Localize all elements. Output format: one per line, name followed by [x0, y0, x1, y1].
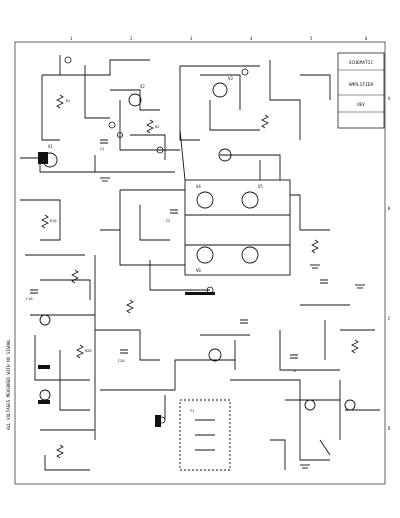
zone-a: A: [388, 96, 391, 101]
label-t1: T1: [190, 409, 194, 413]
wiring-left: [20, 199, 160, 471]
resistor-symbols: [41, 94, 359, 459]
sheet-border: [14, 41, 386, 485]
label-c1: C1: [100, 147, 104, 151]
tube-v5: [241, 191, 259, 209]
heavy-marks: [38, 152, 215, 427]
label-v5: V5: [258, 184, 263, 189]
tube-v6: [196, 246, 214, 264]
zone-marks: 1 2 3 4 5 6 A B C D: [70, 36, 391, 431]
tube-v4: [196, 191, 214, 209]
label-r10: R10: [50, 219, 57, 223]
part-labels: R1 R2 C1 C2 R10 C10 R20 C20 T1 T2: [26, 99, 296, 413]
zone-6: 6: [365, 36, 368, 41]
zone-3: 3: [190, 36, 193, 41]
label-v6: V6: [196, 268, 201, 273]
zone-b: B: [388, 206, 391, 211]
wiring-lower: [100, 304, 380, 471]
label-r1: R1: [66, 99, 70, 103]
label-t2: T2: [292, 369, 296, 373]
label-v3: V3: [228, 76, 233, 81]
wiring-middle: [100, 154, 330, 291]
tube-v2: [128, 93, 142, 107]
wiring-top: [20, 55, 331, 181]
title-line-3: REV: [357, 102, 365, 107]
zone-5: 5: [310, 36, 313, 41]
label-r20: R20: [85, 349, 92, 353]
zone-1: 1: [70, 36, 73, 41]
capacitor-symbols: [30, 139, 328, 359]
tube-labels: V1 V2 V3 V4 V5 V6: [48, 76, 263, 273]
label-v4: V4: [196, 184, 201, 189]
label-v2: V2: [140, 84, 145, 89]
title-line-1: SCHEMATIC: [349, 60, 374, 66]
zone-d: D: [388, 426, 391, 431]
zone-2: 2: [130, 36, 133, 41]
ground-symbols: [100, 177, 365, 469]
tube-symbols: [39, 82, 356, 411]
label-c10: C10: [26, 297, 33, 301]
label-c20: C20: [118, 359, 125, 363]
label-c2: C2: [166, 219, 170, 223]
terminal-marks: [64, 56, 249, 424]
title-line-2: AMPLIFIER: [349, 82, 374, 88]
zone-4: 4: [250, 36, 253, 41]
tube-v3: [212, 82, 228, 98]
title-block: SCHEMATIC AMPLIFIER REV: [337, 52, 385, 129]
side-note: ALL VOLTAGES MEASURED WITH NO SIGNAL: [6, 339, 11, 430]
zone-c: C: [388, 316, 391, 321]
label-v1: V1: [48, 144, 53, 149]
label-r2: R2: [155, 125, 159, 129]
